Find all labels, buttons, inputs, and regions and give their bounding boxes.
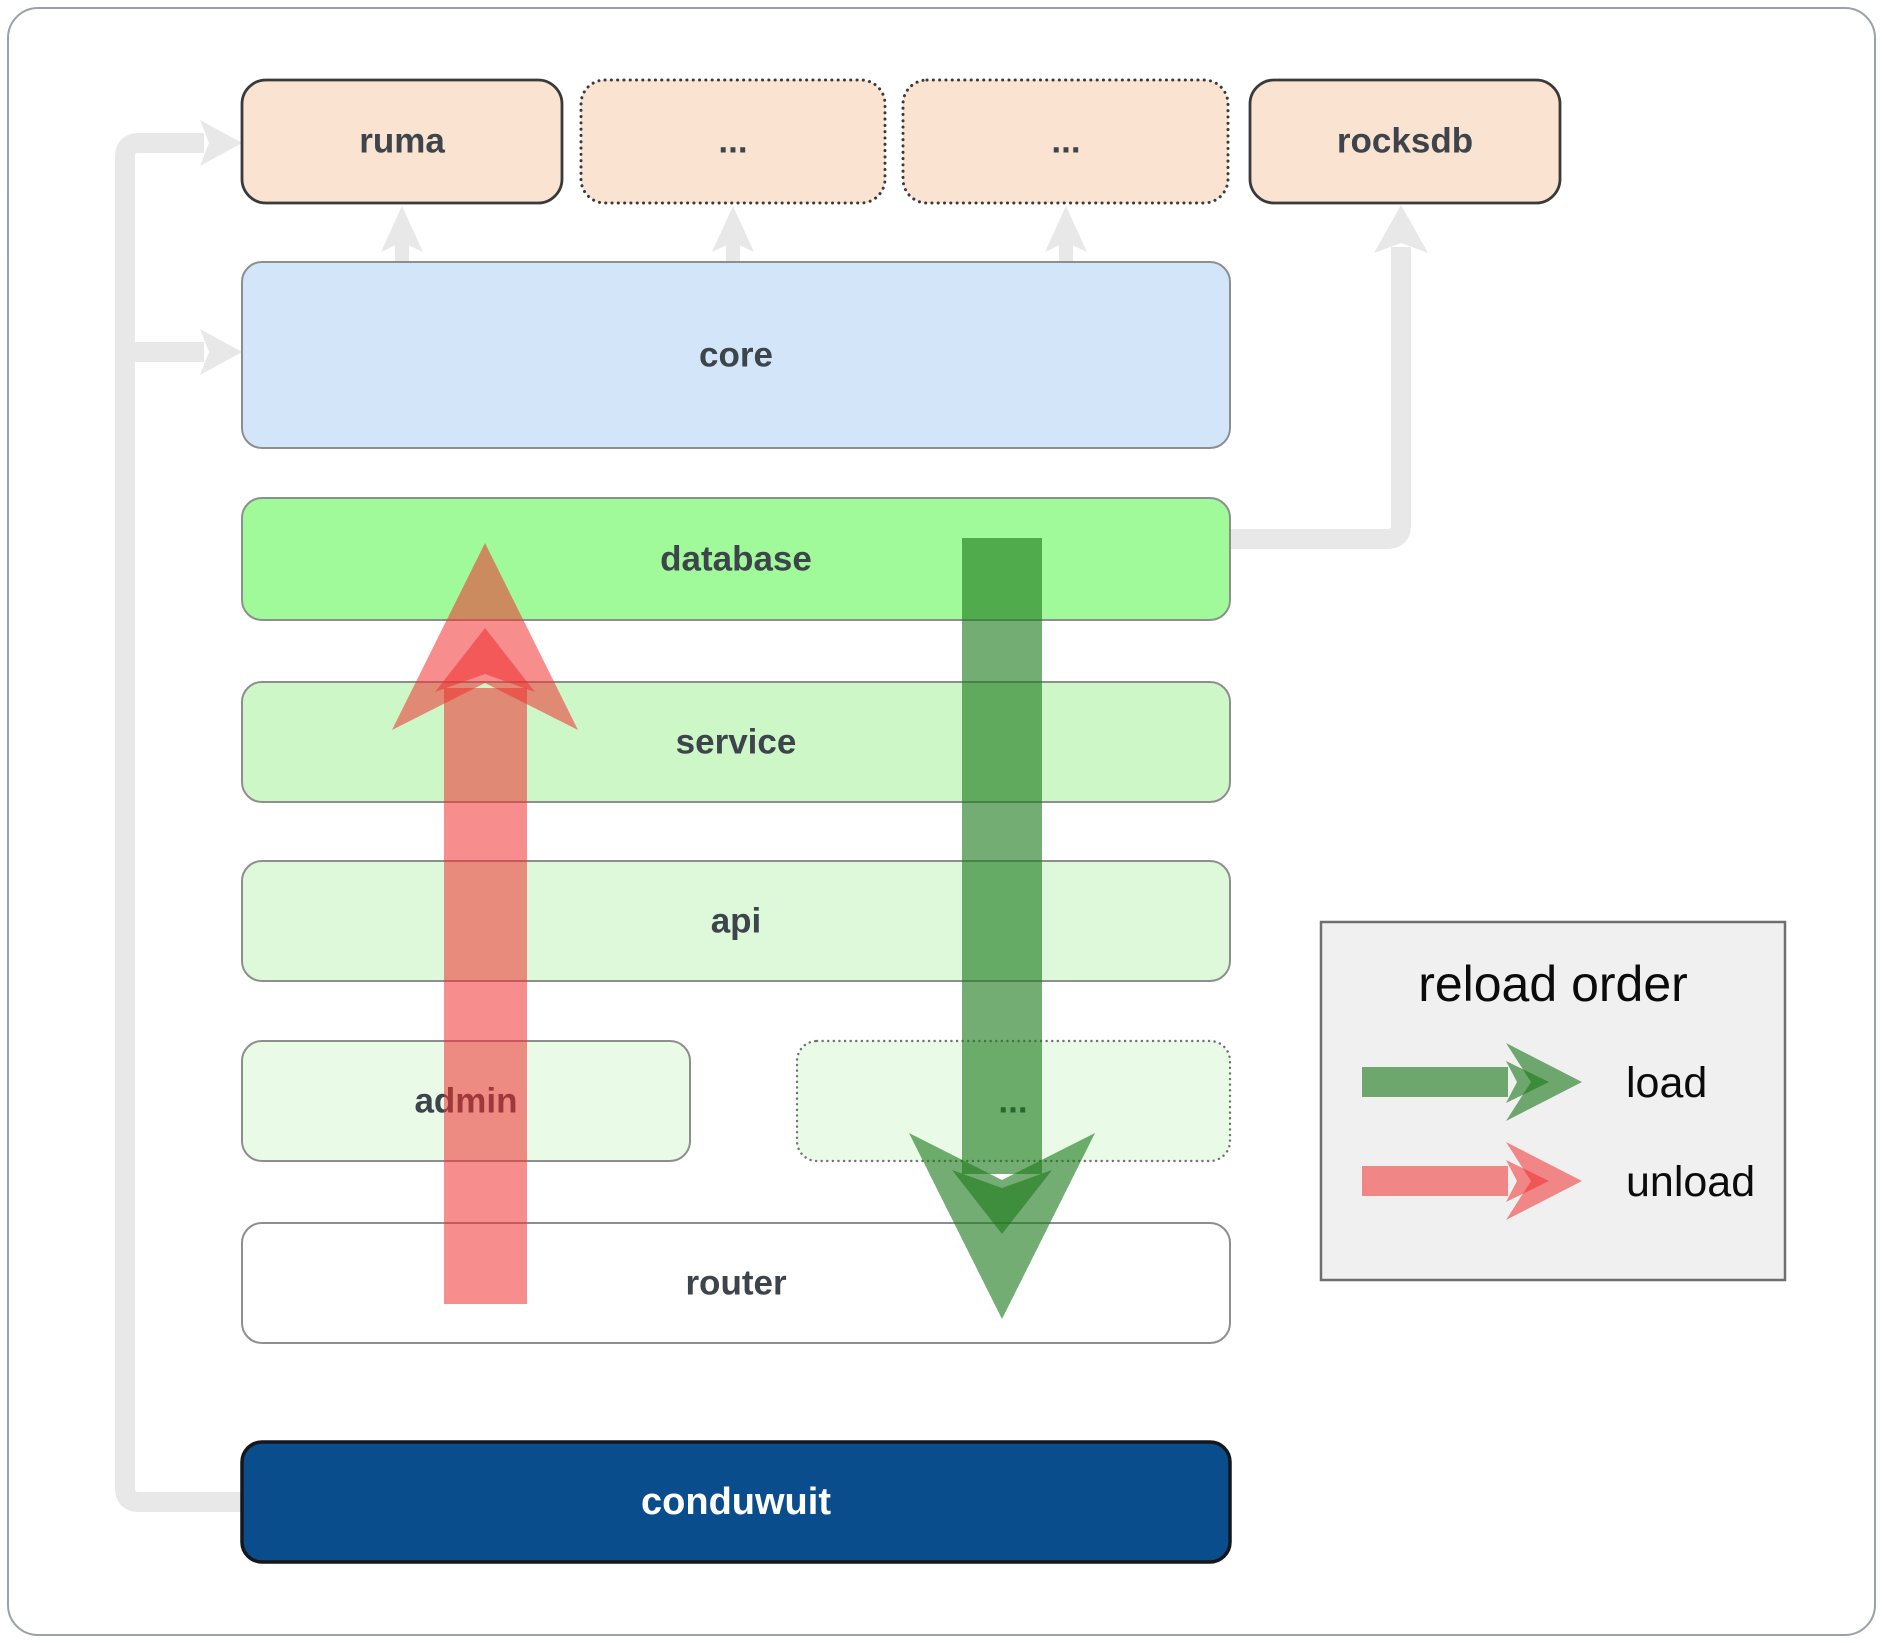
legend-unload-arrow-big-head xyxy=(1506,1142,1582,1220)
core-to-ruma-arrowhead-icon xyxy=(381,206,423,252)
core-to-ruma-arrow-shaft xyxy=(395,240,409,264)
box-dependency-more-2-label: ... xyxy=(1051,122,1080,161)
database-to-rocksdb-line xyxy=(1230,247,1411,549)
conduwuit-to-ruma-line xyxy=(115,133,242,1512)
box-ruma xyxy=(240,78,564,205)
box-database-label: database xyxy=(660,540,812,579)
box-ruma-label: ruma xyxy=(359,122,445,161)
legend-box xyxy=(1319,920,1787,1282)
box-dependency-more-1 xyxy=(579,78,887,205)
box-rocksdb xyxy=(1248,78,1562,205)
load-arrow-down xyxy=(909,538,1095,1319)
box-conduwuit-label: conduwuit xyxy=(641,1481,831,1523)
box-core-label: core xyxy=(699,336,773,375)
core-to-dep3-arrowhead-icon xyxy=(1045,206,1087,252)
legend-load-label: load xyxy=(1626,1059,1707,1107)
box-dependency-more-1-label: ... xyxy=(718,122,747,161)
box-core xyxy=(241,261,1231,449)
legend-title: reload order xyxy=(1418,956,1688,1012)
connector-arrowheads xyxy=(200,120,1428,375)
legend-unload-label: unload xyxy=(1626,1158,1755,1206)
box-conduwuit xyxy=(240,1440,1232,1564)
legend-load-arrow-big-head xyxy=(1506,1043,1582,1121)
box-api-label: api xyxy=(711,902,762,941)
connector-lines xyxy=(115,133,1411,1512)
arrowhead-into-ruma-icon xyxy=(200,120,242,166)
legend-load-arrow-small-head xyxy=(1506,1061,1549,1103)
box-rocksdb-label: rocksdb xyxy=(1337,122,1473,161)
core-to-dep2-arrow-shaft xyxy=(726,240,740,264)
legend-load-arrow-icon xyxy=(1362,1043,1582,1121)
legend-unload-arrow-icon xyxy=(1362,1142,1582,1220)
load-arrow-big-head-icon xyxy=(909,1133,1095,1319)
box-service-label: service xyxy=(676,723,797,762)
arrowhead-into-core-icon xyxy=(200,329,242,375)
unload-arrow-big-head-icon xyxy=(392,543,578,730)
unload-arrow-shaft xyxy=(444,688,527,1304)
arrowhead-into-rocksdb-icon xyxy=(1374,205,1428,253)
core-to-dep3-arrow-shaft xyxy=(1059,240,1073,264)
box-router-label: router xyxy=(685,1264,787,1303)
unload-arrow-up xyxy=(392,543,578,1304)
legend-load-arrow-shaft xyxy=(1362,1067,1508,1097)
legend: reload order load unload xyxy=(1319,920,1787,1282)
box-dependency-more-2 xyxy=(901,78,1230,205)
core-to-dep2-arrowhead-icon xyxy=(712,206,754,252)
outer-frame xyxy=(7,7,1876,1636)
legend-unload-arrow-small-head xyxy=(1506,1160,1549,1202)
load-arrow-shaft xyxy=(962,538,1042,1174)
legend-unload-arrow-shaft xyxy=(1362,1166,1508,1196)
